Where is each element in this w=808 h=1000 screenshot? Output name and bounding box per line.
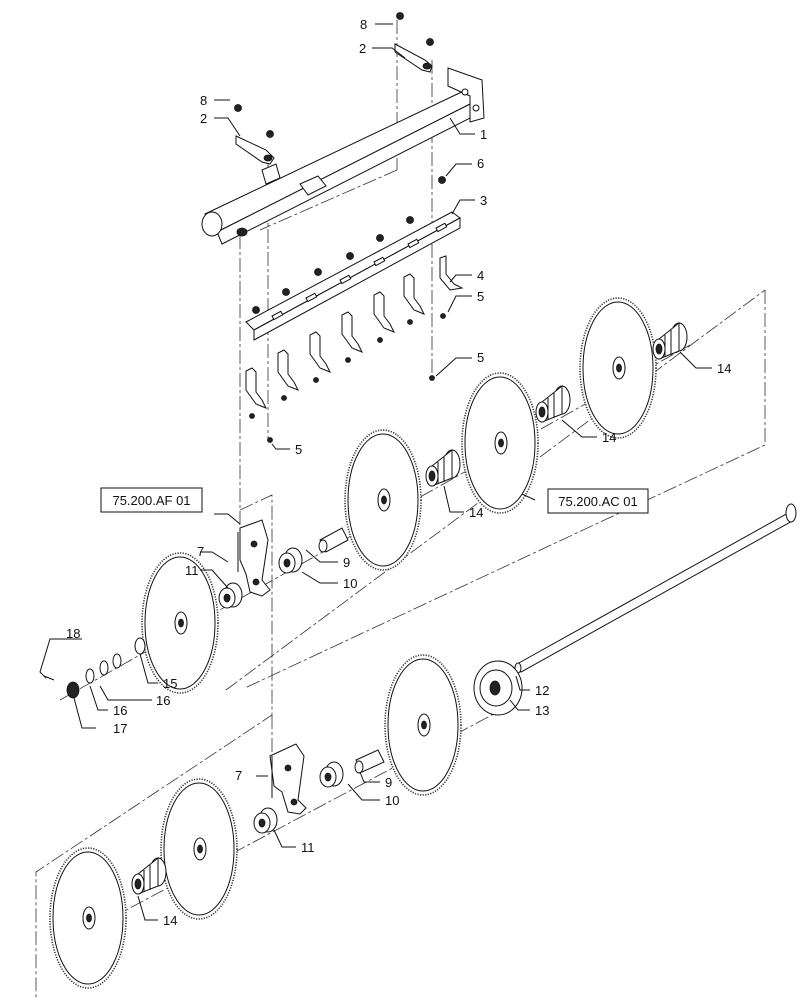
scraper-bar xyxy=(245,176,461,341)
callout-12: 12 xyxy=(535,683,549,698)
callout-13: 13 xyxy=(535,703,549,718)
callout-7: 7 xyxy=(235,768,242,783)
callout-8: 8 xyxy=(200,93,207,108)
callout-7: 7 xyxy=(197,544,204,559)
leader-lines xyxy=(39,23,712,921)
callout-2: 2 xyxy=(359,41,366,56)
reference-box-ac[interactable]: 75.200.AC 01 xyxy=(547,488,649,514)
callout-10: 10 xyxy=(343,576,357,591)
callout-14: 14 xyxy=(163,913,177,928)
callout-16: 16 xyxy=(113,703,127,718)
reference-box-af[interactable]: 75.200.AF 01 xyxy=(100,487,203,513)
spacer-upper xyxy=(318,527,349,553)
bearing-housing-lower xyxy=(269,743,307,815)
callout-labels: 8 2 8 2 1 6 3 4 5 5 5 14 14 14 7 11 9 10… xyxy=(66,17,731,928)
callout-5: 5 xyxy=(295,442,302,457)
callout-1: 1 xyxy=(480,127,487,142)
bracket-lower xyxy=(234,104,275,165)
scraper-set xyxy=(245,255,464,443)
callout-6: 6 xyxy=(477,156,484,171)
callout-14: 14 xyxy=(602,430,616,445)
callout-15: 15 xyxy=(163,676,177,691)
callout-10: 10 xyxy=(385,793,399,808)
reference-label-ac: 75.200.AC 01 xyxy=(558,494,638,509)
callout-8: 8 xyxy=(360,17,367,32)
bearing-cone-lower xyxy=(319,761,344,788)
end-plate xyxy=(473,660,523,716)
callout-5: 5 xyxy=(477,350,484,365)
reference-label-af: 75.200.AF 01 xyxy=(112,493,190,508)
callout-18: 18 xyxy=(66,626,80,641)
main-tube xyxy=(201,67,485,245)
callout-4: 4 xyxy=(477,268,484,283)
washers xyxy=(43,637,146,699)
bearing-11-lower xyxy=(253,807,278,834)
callout-14: 14 xyxy=(469,505,483,520)
callout-3: 3 xyxy=(480,193,487,208)
callout-14: 14 xyxy=(717,361,731,376)
callout-9: 9 xyxy=(385,775,392,790)
callout-16: 16 xyxy=(156,693,170,708)
spacer-lower xyxy=(354,749,385,774)
callout-11: 11 xyxy=(301,840,315,855)
bearing-11-upper xyxy=(218,582,243,609)
gang-shaft xyxy=(514,503,797,674)
callout-2: 2 xyxy=(200,111,207,126)
callout-11: 11 xyxy=(185,563,199,578)
callout-9: 9 xyxy=(343,555,350,570)
lower-hub xyxy=(131,857,167,895)
bearing-housing-upper xyxy=(237,519,271,597)
bracket-upper xyxy=(394,12,434,73)
callout-5: 5 xyxy=(477,289,484,304)
callout-17: 17 xyxy=(113,721,127,736)
bearing-cone-upper xyxy=(278,547,303,574)
